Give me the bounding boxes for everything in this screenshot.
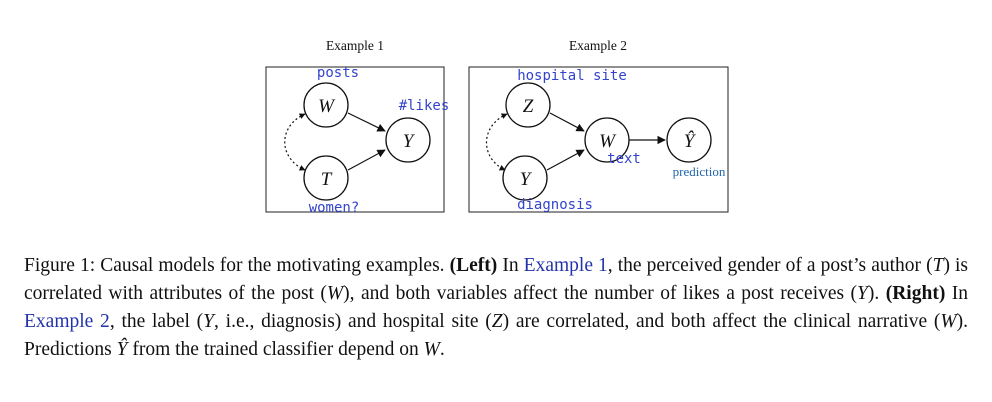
example-2-frame — [468, 66, 729, 213]
example-2-link[interactable]: Example 2 — [24, 311, 110, 332]
edge-z-to-w — [549, 112, 585, 132]
node-yhat: Ŷ — [666, 117, 712, 163]
annotation-diagnosis: diagnosis — [517, 197, 593, 213]
example-2-title: Example 2 — [569, 38, 627, 53]
node-z: Z — [505, 82, 551, 128]
caption-var: W — [326, 283, 344, 304]
example-1-panel: Example 1 W Y T posts #likes women? — [265, 38, 450, 216]
node-y: Y — [385, 117, 431, 163]
caption-text: , i.e., diagnosis) and hospital site ( — [214, 311, 492, 332]
figure-caption: Figure 1: Causal models for the motivati… — [24, 252, 968, 364]
annotation-text: text — [607, 151, 641, 167]
node-yhat-label: Ŷ — [684, 130, 697, 152]
node-z-label: Z — [523, 96, 534, 117]
caption-text: , the label ( — [109, 311, 204, 332]
node-w2: W — [584, 117, 630, 163]
node-w-label: W — [318, 96, 336, 117]
example-1-frame — [265, 66, 445, 213]
annotation-prediction: prediction — [673, 164, 726, 179]
example-1-title: Example 1 — [326, 38, 384, 53]
edge-w-to-y — [347, 112, 386, 132]
annotation-women: women? — [309, 200, 360, 216]
caption-text: , the perceived gender of a post’s autho… — [607, 255, 933, 276]
node-t: T — [303, 155, 349, 201]
caption-text: Causal models for the motivating example… — [100, 255, 445, 276]
caption-text: In — [951, 283, 969, 304]
caption-var: Y — [857, 283, 868, 304]
caption-text: ). — [867, 283, 880, 304]
node-y-label: Y — [403, 131, 416, 152]
example-1-link[interactable]: Example 1 — [523, 255, 608, 276]
example-2-panel: Example 2 Z W Ŷ Y hospital site text pre… — [468, 38, 729, 213]
caption-right-label: (Right) — [885, 283, 946, 304]
caption-var: T — [932, 255, 944, 276]
caption-var: Z — [491, 311, 503, 332]
caption-text: ). Predictions — [24, 311, 968, 360]
edge-z-y-correlation — [485, 113, 508, 171]
caption-var: Ŷ — [116, 339, 128, 360]
caption-var: W — [940, 311, 957, 332]
caption-text: ) is correlated with attributes of the p… — [24, 255, 969, 304]
node-w2-label: W — [599, 131, 617, 152]
node-t-label: T — [321, 169, 333, 190]
node-y2-label: Y — [520, 169, 533, 190]
caption-var: W — [423, 339, 440, 360]
node-y2: Y — [502, 155, 548, 201]
caption-text: . — [439, 339, 445, 360]
annotation-posts: posts — [317, 65, 359, 81]
edge-y-to-w — [546, 149, 585, 171]
annotation-hospital-site: hospital site — [517, 68, 627, 84]
annotation-likes: #likes — [399, 98, 450, 114]
edge-w-t-correlation — [284, 113, 306, 171]
caption-text: ), and both variables affect the number … — [343, 283, 858, 304]
node-w: W — [303, 82, 349, 128]
edge-t-to-y — [347, 149, 386, 171]
caption-text: ) are correlated, and both affect the cl… — [502, 311, 941, 332]
caption-left-label: (Left) — [449, 255, 498, 276]
caption-text: from the trained classifier depend on — [132, 339, 419, 360]
caption-var: Y — [203, 311, 215, 332]
caption-figure-label: Figure 1: — [24, 255, 96, 276]
caption-text: In — [502, 255, 519, 276]
